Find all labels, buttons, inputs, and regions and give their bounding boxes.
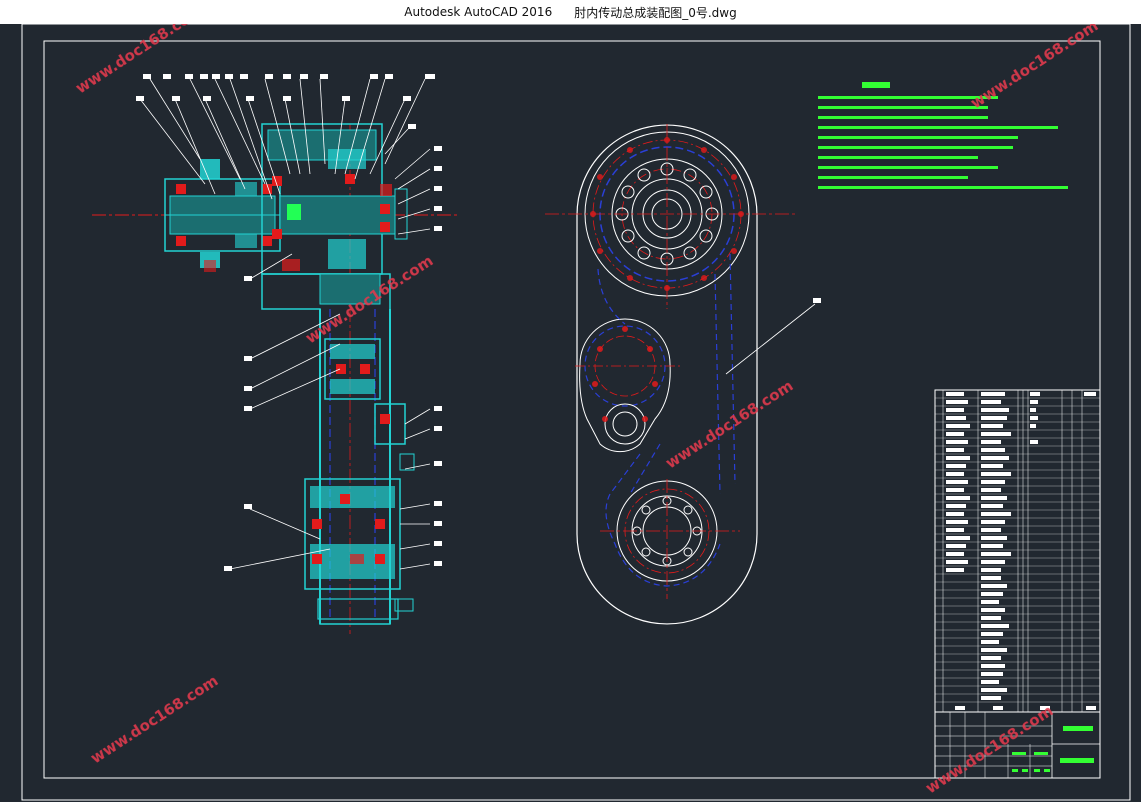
file-name: 肘内传动总成装配图_0号.dwg — [574, 5, 737, 20]
drawing-canvas[interactable]: www.doc168.com www.doc168.com www.doc168… — [0, 24, 1141, 802]
drawing-svg[interactable]: www.doc168.com www.doc168.com www.doc168… — [0, 24, 1141, 802]
watermark-text: www.doc168.com — [72, 24, 206, 97]
parts-list-table — [934, 389, 1101, 779]
title-bar: Autodesk AutoCAD 2016 肘内传动总成装配图_0号.dwg — [0, 0, 1141, 24]
watermark-text: www.doc168.com — [922, 702, 1056, 798]
outer-sheet-border — [21, 24, 1131, 801]
app-title: Autodesk AutoCAD 2016 — [404, 5, 553, 19]
watermark-text: www.doc168.com — [662, 377, 796, 473]
watermark-text: www.doc168.com — [967, 24, 1101, 112]
watermark-text: www.doc168.com — [87, 672, 221, 768]
section-view — [92, 74, 460, 634]
technical-requirements — [818, 82, 1068, 189]
front-view — [545, 124, 821, 625]
inner-sheet-border — [43, 40, 1101, 779]
